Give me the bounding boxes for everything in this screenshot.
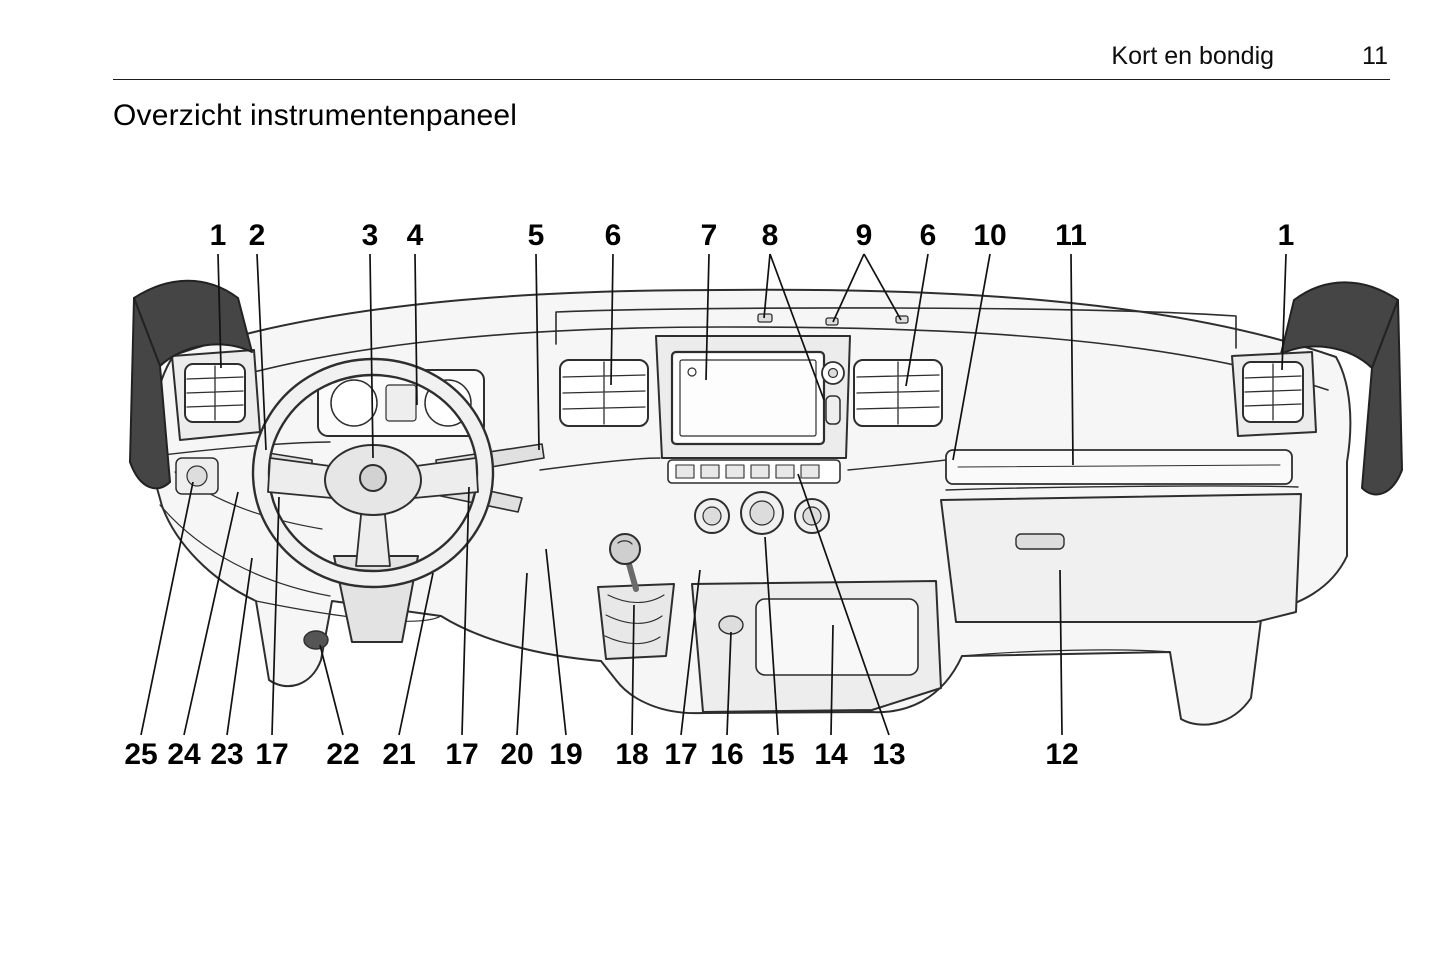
steering-wheel — [251, 357, 495, 589]
callout-top-5: 5 — [527, 219, 545, 252]
callout-bottom-17b: 17 — [445, 738, 479, 771]
callout-bottom-14: 14 — [814, 738, 848, 771]
callout-top-3: 3 — [361, 219, 379, 252]
callout-bottom-18: 18 — [615, 738, 649, 771]
light-switch — [175, 457, 219, 495]
infotainment-screen — [655, 335, 851, 459]
callout-top-7: 7 — [700, 219, 718, 252]
callout-bottom-13: 13 — [872, 738, 906, 771]
callout-bottom-15: 15 — [761, 738, 795, 771]
control-button-strip — [667, 459, 841, 484]
callout-top-2: 2 — [248, 219, 266, 252]
callout-top-4: 4 — [406, 219, 424, 252]
callout-top-1b: 1 — [1277, 219, 1295, 252]
callout-bottom-19: 19 — [549, 738, 583, 771]
a-pillar-right — [1280, 281, 1403, 496]
callout-bottom-16: 16 — [710, 738, 744, 771]
right-air-vent — [1231, 351, 1317, 437]
a-pillar-left — [129, 279, 253, 490]
callout-top-1a: 1 — [209, 219, 227, 252]
gear-shifter — [597, 533, 675, 660]
header-section-title: Kort en bondig — [1111, 42, 1275, 70]
left-air-vent — [171, 349, 261, 441]
page-heading: Overzicht instrumentenpaneel — [113, 99, 518, 132]
callout-top-8: 8 — [761, 219, 779, 252]
page-header: Kort en bondig 11 — [1111, 42, 1388, 71]
callout-bottom-17a: 17 — [255, 738, 289, 771]
callout-bottom-20: 20 — [500, 738, 534, 771]
ignition-switch — [303, 630, 329, 650]
glovebox — [940, 493, 1302, 623]
callout-leader-lines — [140, 253, 1287, 736]
callout-top-6a: 6 — [604, 219, 622, 252]
callout-top-10: 10 — [973, 219, 1007, 252]
callout-bottom-24: 24 — [167, 738, 201, 771]
center-left-air-vent — [559, 359, 649, 427]
callout-bottom-23: 23 — [210, 738, 244, 771]
callout-bottom-12: 12 — [1045, 738, 1079, 771]
center-right-air-vent — [853, 359, 943, 427]
center-console-bin — [691, 580, 942, 713]
callout-top-6b: 6 — [919, 219, 937, 252]
callout-top-9: 9 — [855, 219, 873, 252]
storage-tray — [945, 449, 1293, 485]
header-rule — [113, 79, 1390, 80]
callout-top-11: 11 — [1055, 219, 1087, 252]
header-page-number: 11 — [1362, 42, 1388, 70]
callout-bottom-17c: 17 — [664, 738, 698, 771]
callout-bottom-21: 21 — [382, 738, 416, 771]
climate-control-knobs — [694, 491, 830, 535]
callout-bottom-25: 25 — [124, 738, 158, 771]
callout-bottom-22: 22 — [326, 738, 360, 771]
